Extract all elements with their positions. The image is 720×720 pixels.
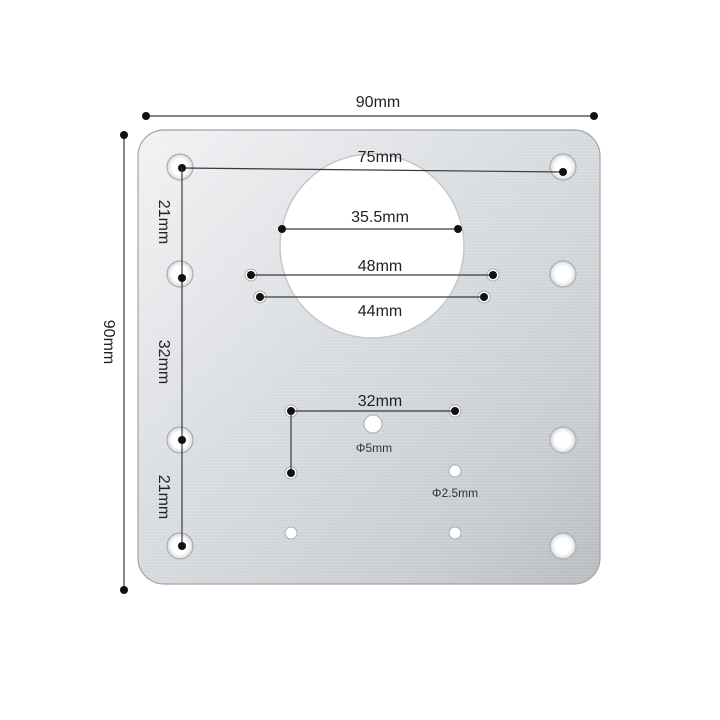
dimension-32-lower: 32mm	[287, 393, 459, 477]
dimension-44: 44mm	[256, 293, 488, 320]
dimension-32-lower-label: 32mm	[358, 393, 402, 410]
dimension-75-label: 75mm	[358, 149, 402, 166]
vertical-middle-label: 32mm	[155, 340, 172, 384]
small-hole	[448, 526, 462, 540]
right-countersunk-holes	[549, 153, 577, 560]
phi2-5-label: Φ2.5mm	[432, 486, 478, 500]
metal-plate	[137, 129, 601, 585]
hole-left-2	[166, 260, 194, 288]
vertical-top-label: 21mm	[155, 200, 172, 244]
small-hole	[284, 526, 298, 540]
dimension-35-5: 35.5mm	[278, 209, 462, 233]
dimension-44-label: 44mm	[358, 303, 402, 320]
dimension-48: 48mm	[247, 258, 497, 279]
overall-height-dimension: 90mm	[100, 131, 128, 594]
hole-right-2	[549, 260, 577, 288]
overall-width-dimension: 90mm	[142, 94, 598, 120]
dimension-48-label: 48mm	[358, 258, 402, 275]
dimension-75: 75mm	[178, 149, 567, 176]
hole-right-4	[549, 532, 577, 560]
vertical-bottom-label: 21mm	[155, 475, 172, 519]
hole-right-1	[549, 153, 577, 181]
phi5-label: Φ5mm	[356, 441, 392, 455]
hole-right-3	[549, 426, 577, 454]
dimension-35-5-label: 35.5mm	[351, 209, 409, 226]
vertical-dimensions: 21mm 32mm 21mm	[155, 168, 186, 550]
phi5-hole	[363, 414, 383, 434]
phi2-5-hole	[448, 464, 462, 478]
large-center-hole	[279, 153, 465, 339]
overall-height-label: 90mm	[100, 320, 117, 364]
overall-width-label: 90mm	[356, 94, 400, 111]
